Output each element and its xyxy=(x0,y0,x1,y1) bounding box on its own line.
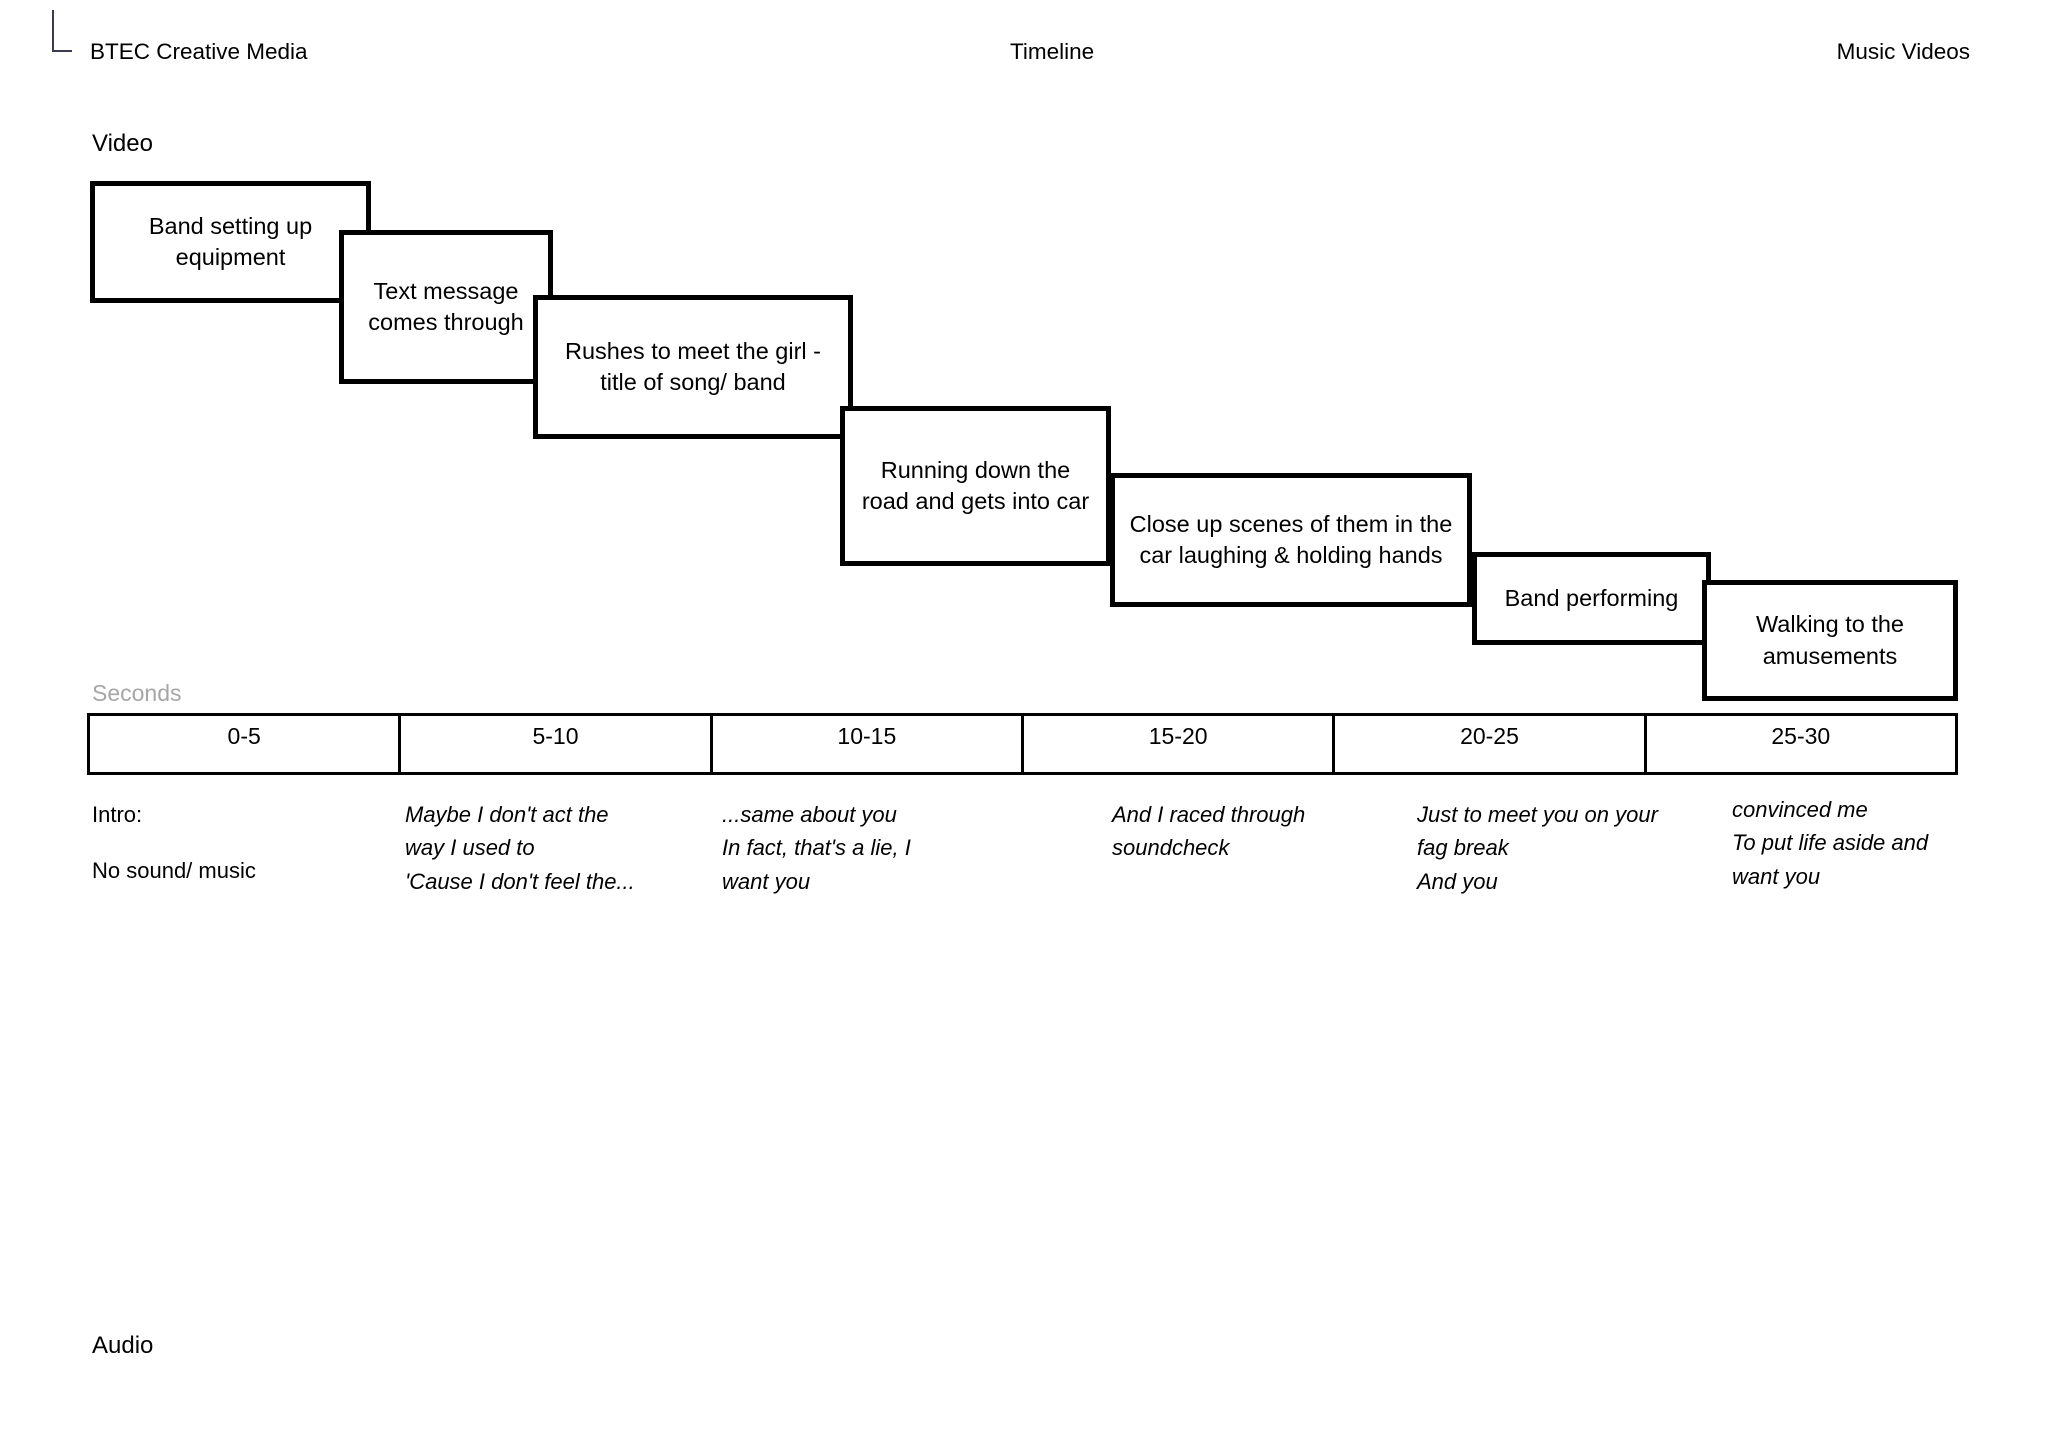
header-center-title: Timeline xyxy=(1009,38,1095,64)
page-margin-corner-mark xyxy=(52,10,72,52)
storyboard-shot-label: Band setting up equipment xyxy=(148,212,313,270)
lyrics-line: And I raced through xyxy=(1112,802,1306,827)
lyrics-line: soundcheck xyxy=(1112,835,1230,861)
storyboard-shot-label: Close up scenes of them in the car laugh… xyxy=(1129,510,1453,568)
storyboard-shot-box[interactable]: Rushes to meet the girl - title of song/… xyxy=(533,295,853,439)
lyrics-line: Intro: xyxy=(92,802,143,827)
audio-section-label: Audio xyxy=(92,1332,154,1359)
seconds-cell[interactable]: 15-20 xyxy=(1024,716,1336,772)
lyrics-line: fag break xyxy=(1417,835,1509,861)
lyrics-line: Maybe I don't act the xyxy=(405,802,609,827)
storyboard-shot-label: Band performing xyxy=(1504,584,1679,611)
lyrics-intro-column: Intro: No sound/ music xyxy=(92,798,392,888)
lyrics-line: And you xyxy=(1417,868,1498,894)
seconds-cell[interactable]: 10-15 xyxy=(713,716,1024,772)
storyboard-shot-label: Text message comes through xyxy=(368,277,524,335)
storyboard-shot-box[interactable]: Band setting up equipment xyxy=(90,181,371,303)
lyrics-column-25-30: convinced me To put life aside and want yo… xyxy=(1732,793,2032,893)
seconds-cell[interactable]: 0-5 xyxy=(90,716,402,772)
audio-lyrics-row: Intro: No sound/ music Maybe I don't act t… xyxy=(92,797,1992,938)
seconds-section-label: Seconds xyxy=(92,680,182,706)
seconds-cell[interactable]: 5-10 xyxy=(401,716,713,772)
page-header: BTEC Creative Media Timeline Music Video… xyxy=(90,36,1970,66)
seconds-cell[interactable]: 25-30 xyxy=(1771,723,1831,749)
lyrics-line: Just to meet you on your xyxy=(1417,802,1658,827)
header-right-title: Music Videos xyxy=(1836,38,1970,64)
lyrics-line: want you xyxy=(722,868,811,894)
lyrics-line: way I used to xyxy=(405,835,535,861)
lyrics-line: ...same about you xyxy=(722,802,897,827)
storyboard-shot-label: Rushes to meet the girl - title of song/… xyxy=(565,337,821,395)
storyboard-shot-box[interactable]: Text message comes through xyxy=(339,230,553,384)
lyrics-line: In fact, that's a lie, I xyxy=(722,835,911,861)
lyrics-line: convinced me xyxy=(1732,797,1868,822)
video-section-label: Video xyxy=(92,130,153,157)
storyboard-shot-label: Running down the road and gets into car xyxy=(861,456,1090,514)
lyrics-line: want you xyxy=(1732,863,1821,889)
lyrics-line: 'Cause I don't feel the... xyxy=(405,868,635,894)
lyrics-line: To put life aside and xyxy=(1732,830,1929,856)
storyboard-shot-box[interactable]: Running down the road and gets into car xyxy=(840,406,1111,566)
lyrics-column-15-20: And I raced through soundcheck xyxy=(1112,798,1362,865)
lyrics-column-5-10: Maybe I don't act the way I used to 'Cause… xyxy=(405,798,645,898)
lyrics-column-10-15: ...same about you In fact, that's a lie, … xyxy=(722,798,972,898)
seconds-cell[interactable]: 20-25 xyxy=(1335,716,1647,772)
storyboard-shot-box[interactable]: Close up scenes of them in the car laugh… xyxy=(1110,473,1472,607)
lyrics-line: No sound/ music xyxy=(92,858,256,884)
storyboard-shot-box[interactable]: Band performing xyxy=(1472,552,1711,645)
header-left-title: BTEC Creative Media xyxy=(90,38,308,64)
storyboard-shot-box[interactable]: Walking to the amusements xyxy=(1702,580,1958,701)
storyboard-shot-label: Walking to the amusements xyxy=(1755,611,1905,669)
